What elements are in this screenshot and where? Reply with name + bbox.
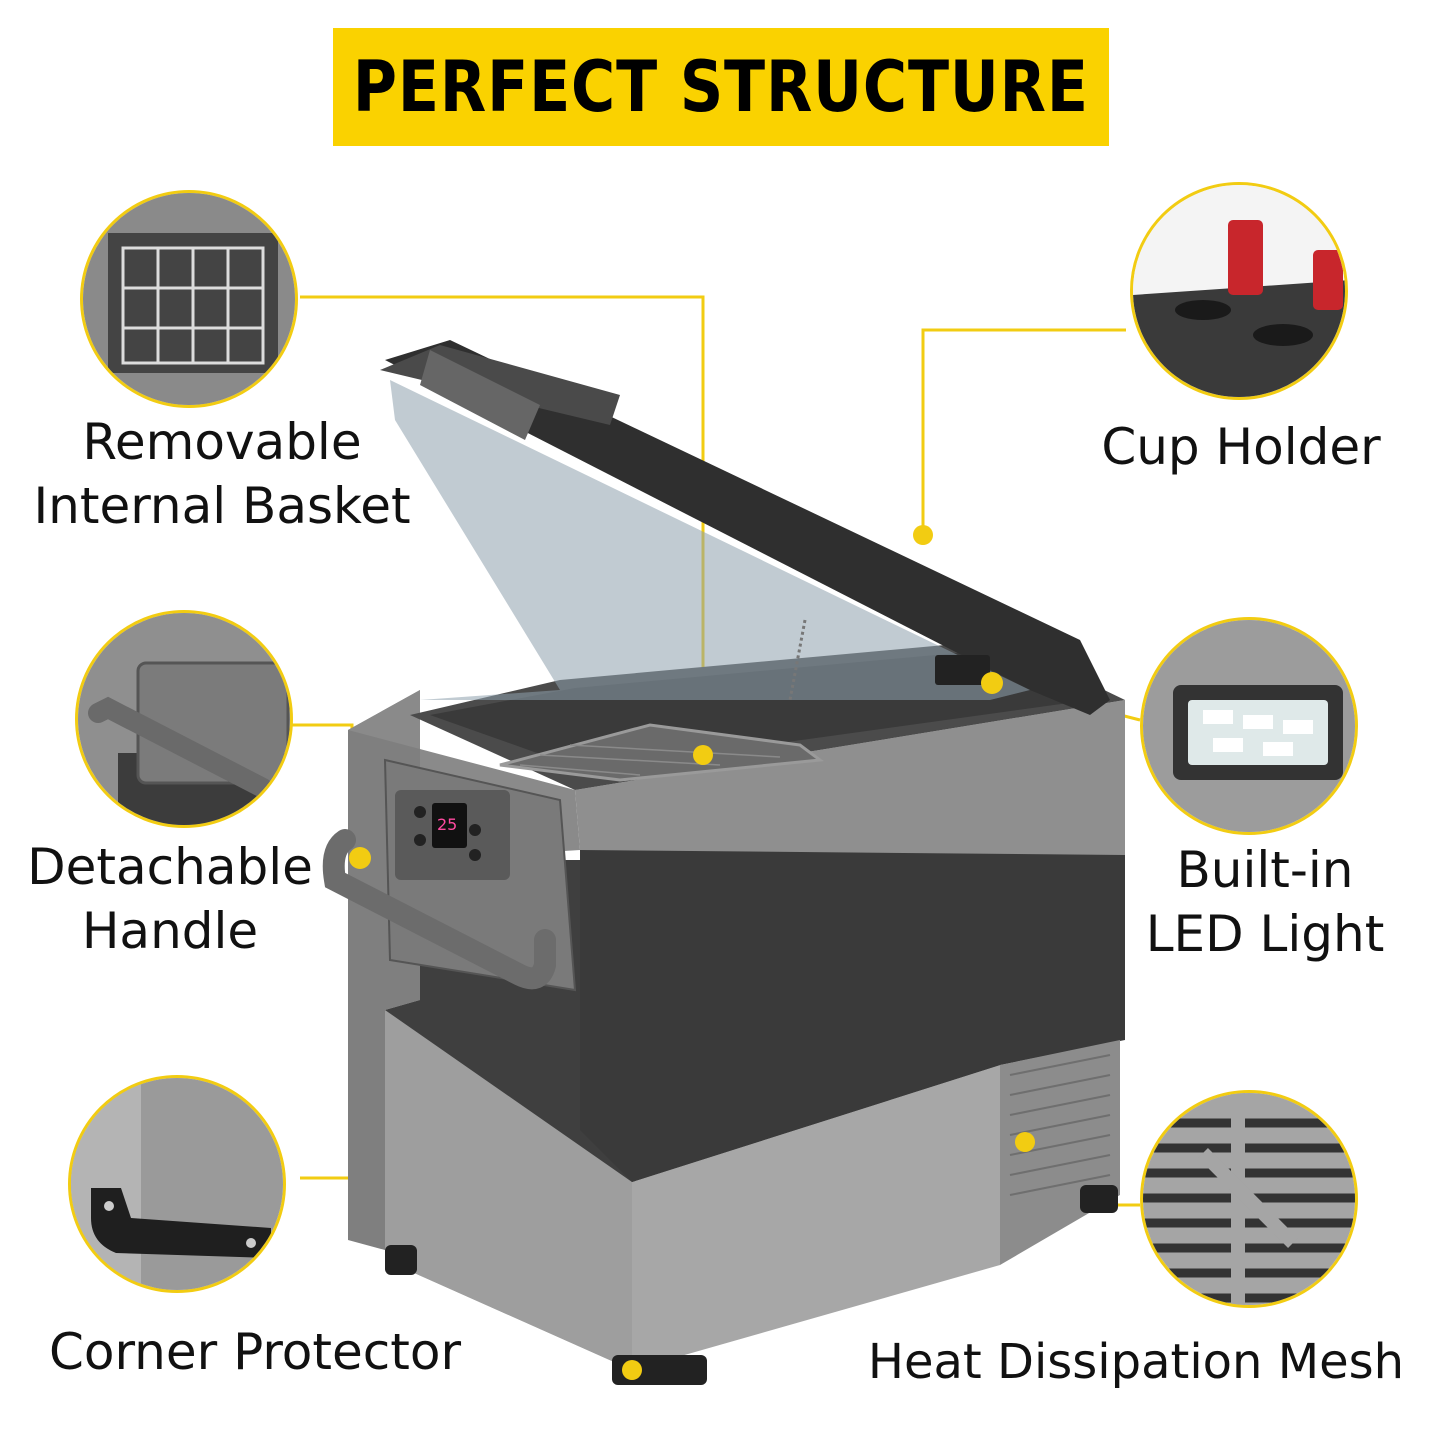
handle-detail-circle xyxy=(75,610,293,828)
cup-holder-label-text: Cup Holder xyxy=(1101,418,1381,476)
led-detail-circle xyxy=(1140,617,1358,835)
corner-label-text: Corner Protector xyxy=(48,1323,461,1381)
led-label-line2: LED Light xyxy=(1145,905,1385,963)
basket-detail-circle xyxy=(80,190,298,408)
basket-label-line2: Internal Basket xyxy=(33,477,411,535)
basket-icon xyxy=(83,193,295,405)
callout-dots xyxy=(349,525,1035,1380)
mesh-detail-circle xyxy=(1140,1090,1358,1308)
page-title: PERFECT STRUCTURE xyxy=(353,46,1089,128)
basket-label: Removable Internal Basket xyxy=(18,410,426,538)
cup-holder-callout-line xyxy=(921,328,1126,535)
mesh-label: Heat Dissipation Mesh xyxy=(832,1330,1440,1394)
led-light-icon xyxy=(1143,620,1355,832)
corner-protector-icon xyxy=(71,1078,283,1290)
fridge-body xyxy=(348,640,1125,1385)
cup-holder-detail-circle xyxy=(1130,182,1348,400)
basket-label-line1: Removable xyxy=(82,413,362,471)
corner-detail-circle xyxy=(68,1075,286,1293)
cup-holder-label: Cup Holder xyxy=(1085,415,1397,479)
led-label-line1: Built-in xyxy=(1176,841,1354,899)
title-banner: PERFECT STRUCTURE xyxy=(333,28,1109,146)
handle-label: Detachable Handle xyxy=(15,835,325,963)
side-handle xyxy=(322,829,556,990)
led-label: Built-in LED Light xyxy=(1130,838,1400,966)
handle-label-line2: Handle xyxy=(81,902,259,960)
display-reading: 25 xyxy=(437,815,457,834)
handle-label-line1: Detachable xyxy=(27,838,313,896)
mesh-label-text: Heat Dissipation Mesh xyxy=(867,1334,1405,1390)
heat-mesh-icon xyxy=(1143,1093,1355,1305)
cup-holder-icon xyxy=(1133,185,1345,397)
lid xyxy=(380,340,1110,715)
handle-icon xyxy=(78,613,290,825)
corner-label: Corner Protector xyxy=(30,1320,480,1384)
